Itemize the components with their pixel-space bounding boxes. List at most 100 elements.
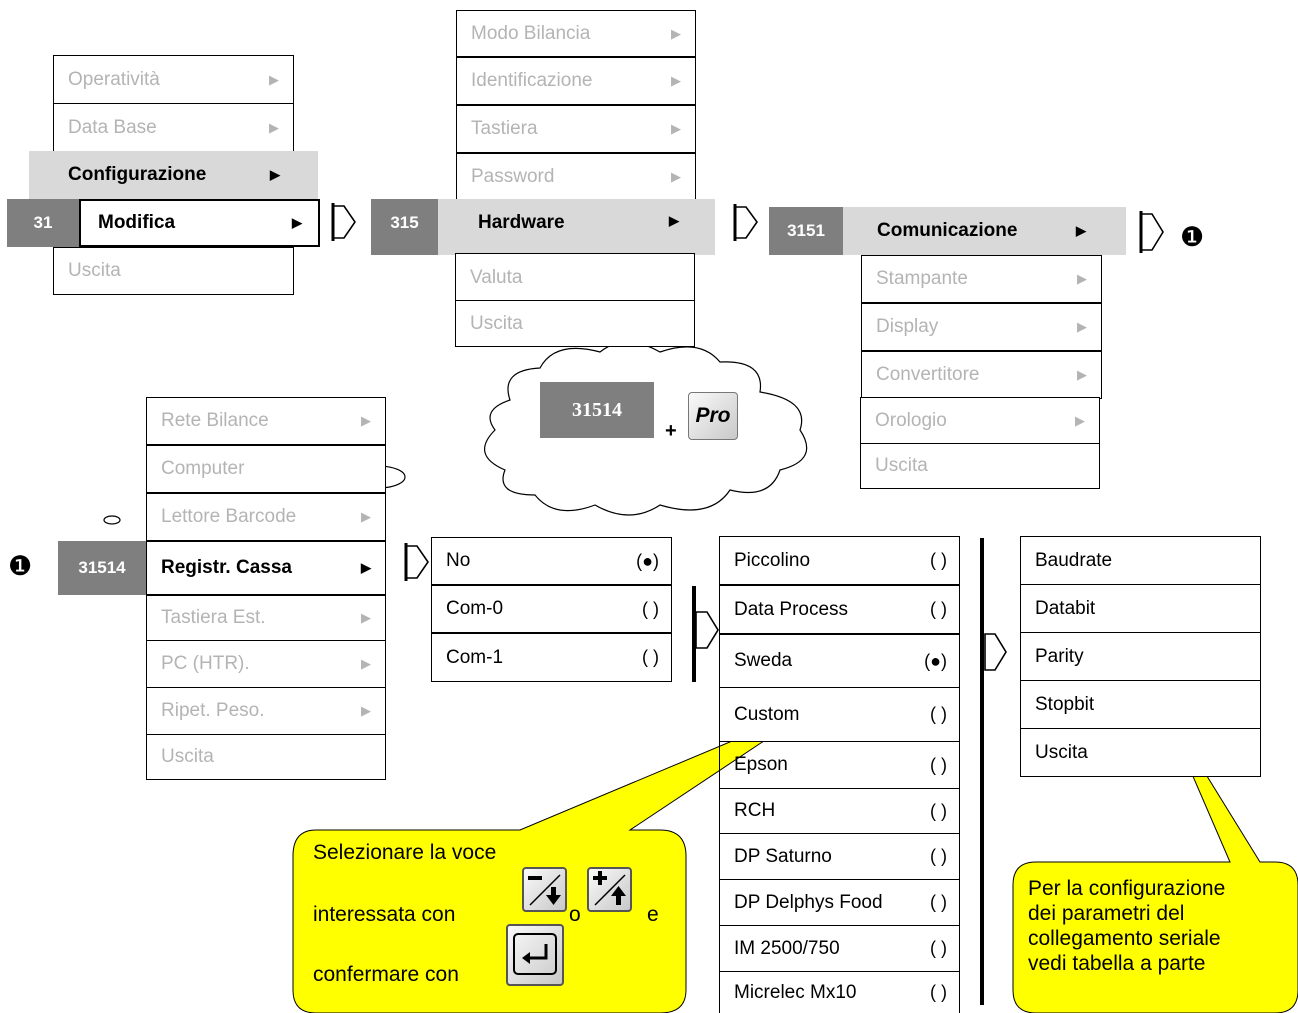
menu4-item-lettore-barcode[interactable]: Lettore Barcode▶ [146, 493, 386, 541]
radio-empty-icon: ( ) [930, 982, 947, 1002]
menu4-item-tastiera-est[interactable]: Tastiera Est.▶ [146, 595, 386, 641]
menu1-item-database[interactable]: Data Base▶ [53, 103, 294, 152]
callout-left-line1: Selezionare la voce [313, 841, 497, 864]
menu1-item-uscita[interactable]: Uscita [53, 247, 294, 295]
arrow-right-icon: ▶ [671, 25, 681, 41]
menu3-code: 3151 [769, 207, 843, 255]
register-option-epson[interactable]: Epson( ) [719, 741, 960, 789]
arrow-right-icon: ▶ [1076, 223, 1086, 238]
callout-right-line3: collegamento seriale [1028, 927, 1221, 950]
pro-key-button[interactable]: Pro [688, 392, 738, 440]
radio-empty-icon: ( ) [930, 892, 947, 912]
register-option-im-2500-750[interactable]: IM 2500/750( ) [719, 925, 960, 972]
arrow-right-icon: ▶ [1077, 367, 1087, 382]
menu3-item-orologio[interactable]: Orologio▶ [860, 397, 1100, 444]
arrow-right-icon: ▶ [292, 215, 302, 230]
menu4-item-registr-cassa[interactable]: Registr. Cassa▶ [146, 541, 386, 595]
menu3-item-display[interactable]: Display▶ [861, 303, 1102, 351]
menu2-item-identificazione[interactable]: Identificazione▶ [456, 57, 696, 105]
register-option-micrelec-mx10[interactable]: Micrelec Mx10( ) [719, 971, 960, 1013]
arrow-right-icon: ▶ [671, 73, 681, 88]
menu1-item-operativita[interactable]: Operatività▶ [53, 55, 294, 104]
radio-empty-icon: ( ) [930, 938, 947, 958]
port-option-no[interactable]: No(●) [431, 537, 672, 585]
menu1-code: 31 [7, 199, 79, 247]
arrow-right-icon: ▶ [361, 610, 371, 625]
menu2-item-uscita[interactable]: Uscita [455, 300, 695, 347]
radio-selected-icon: (●) [636, 550, 659, 571]
serial-item-stopbit[interactable]: Stopbit [1020, 680, 1261, 729]
menu3-item-uscita[interactable]: Uscita [860, 443, 1100, 489]
arrow-right-icon: ▶ [361, 413, 371, 428]
menu4-item-uscita[interactable]: Uscita [146, 734, 386, 780]
serial-item-databit[interactable]: Databit [1020, 584, 1261, 633]
menu2-item-valuta[interactable]: Valuta [455, 253, 695, 302]
register-option-sweda[interactable]: Sweda(●) [719, 634, 960, 688]
arrow-3 [1140, 213, 1164, 251]
radio-empty-icon: ( ) [930, 754, 947, 775]
arrow-right-icon: ▶ [1075, 412, 1085, 428]
radio-selected-icon: (●) [924, 650, 947, 671]
arrow-4 [405, 545, 429, 579]
menu3-item-comunicazione[interactable]: Comunicazione▶ [843, 207, 1126, 255]
serial-item-baudrate[interactable]: Baudrate [1020, 536, 1261, 585]
callout-left-line3: confermare con [313, 963, 459, 986]
marker-1-icon: ❶ [1180, 222, 1205, 252]
arrow-1 [332, 205, 356, 239]
arrow-right-icon: ▶ [361, 703, 371, 718]
plus-up-key-icon[interactable] [587, 867, 632, 912]
register-option-custom[interactable]: Custom( ) [719, 687, 960, 742]
arrow-right-icon: ▶ [671, 169, 681, 184]
radio-empty-icon: ( ) [930, 704, 947, 724]
callout-right-line4: vedi tabella a parte [1028, 952, 1206, 975]
radio-empty-icon: ( ) [930, 800, 947, 821]
callout-right-line2: dei parametri del [1028, 902, 1185, 925]
register-option-rch[interactable]: RCH( ) [719, 788, 960, 834]
callout-left-line2a: interessata con [313, 903, 456, 926]
bubble-small [103, 515, 121, 525]
register-option-data-process[interactable]: Data Process( ) [719, 585, 960, 634]
menu2-item-modo-bilancia[interactable]: Modo Bilancia▶ [456, 10, 696, 57]
radio-empty-icon: ( ) [642, 647, 659, 667]
radio-empty-icon: ( ) [930, 599, 947, 619]
menu2-item-tastiera[interactable]: Tastiera▶ [456, 105, 696, 153]
menu3-item-convertitore[interactable]: Convertitore▶ [861, 351, 1102, 399]
arrow-right-icon: ▶ [361, 560, 371, 575]
menu1-item-configurazione[interactable]: Configurazione▶ [29, 151, 318, 199]
callout-right-line1: Per la configurazione [1028, 877, 1226, 900]
marker-1-icon: ❶ [8, 551, 33, 581]
register-option-dp-delphys-food[interactable]: DP Delphys Food( ) [719, 879, 960, 926]
menu3-item-stampante[interactable]: Stampante▶ [861, 255, 1102, 303]
arrow-5 [695, 611, 719, 649]
register-option-piccolino[interactable]: Piccolino( ) [719, 536, 960, 585]
menu2-item-password[interactable]: Password▶ [456, 153, 696, 201]
radio-empty-icon: ( ) [642, 598, 659, 619]
arrow-right-icon: ▶ [269, 71, 279, 87]
serial-item-uscita[interactable]: Uscita [1020, 728, 1261, 777]
enter-key-icon[interactable] [506, 924, 564, 986]
arrow-2 [734, 206, 758, 239]
menu4-item-pc-htr[interactable]: PC (HTR).▶ [146, 640, 386, 688]
menu2-item-hardware[interactable]: Hardware▶ [438, 199, 715, 255]
menu4-item-rete-bilance[interactable]: Rete Bilance▶ [146, 397, 386, 445]
arrow-right-icon: ▶ [270, 167, 280, 182]
arrow-right-icon: ▶ [1077, 319, 1087, 334]
port-option-com1[interactable]: Com-1( ) [431, 633, 672, 682]
menu4-item-computer[interactable]: Computer [146, 445, 386, 493]
callout-left-or: o [569, 903, 581, 926]
arrow-right-icon: ▶ [1077, 271, 1087, 286]
menu4-code: 31514 [58, 541, 146, 595]
cloud-code: 31514 [540, 382, 654, 438]
callout-left-and: e [647, 903, 659, 926]
arrow-right-icon: ▶ [269, 119, 279, 135]
radio-empty-icon: ( ) [930, 550, 947, 570]
register-option-dp-saturno[interactable]: DP Saturno( ) [719, 833, 960, 880]
serial-item-parity[interactable]: Parity [1020, 632, 1261, 681]
port-option-com0[interactable]: Com-0( ) [431, 585, 672, 633]
minus-down-key-icon[interactable] [522, 867, 567, 912]
menu4-item-ripet-peso[interactable]: Ripet. Peso.▶ [146, 687, 386, 735]
menu2-code: 315 [371, 199, 438, 255]
arrow-right-icon: ▶ [361, 509, 371, 524]
menu1-item-modifica[interactable]: Modifica▶ [79, 199, 320, 247]
arrow-right-icon: ▶ [671, 121, 681, 136]
